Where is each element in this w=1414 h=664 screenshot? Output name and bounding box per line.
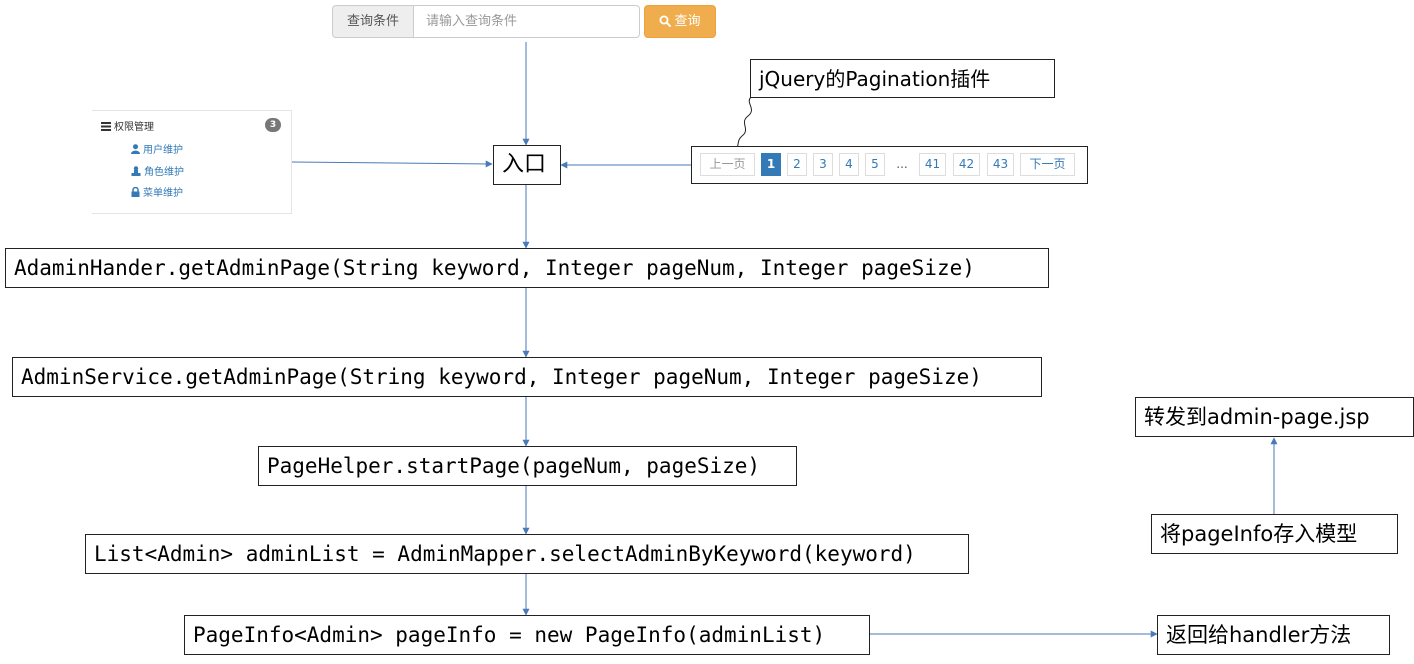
arrow-sidebar-to-entry (291, 160, 493, 168)
entry-node: 入口 (493, 145, 561, 185)
pagination-prev[interactable]: 上一页 (700, 153, 755, 176)
search-button-label: 查询 (674, 14, 701, 29)
mapper-node: List<Admin> adminList = AdminMapper.sele… (85, 534, 969, 574)
pagination-page[interactable]: 2 (787, 153, 807, 176)
user-icon (131, 144, 140, 154)
handler-node: AdaminHander.getAdminPage(String keyword… (5, 248, 1049, 288)
sidebar-group-title: 权限管理 (114, 122, 154, 133)
pagehelper-node: PageHelper.startPage(pageNum, pageSize) (258, 446, 797, 486)
service-node: AdminService.getAdminPage(String keyword… (12, 357, 1042, 397)
search-input[interactable] (413, 5, 640, 38)
sidebar-item-label: 角色维护 (144, 167, 184, 178)
pagination-page[interactable]: 43 (987, 153, 1014, 176)
sidebar-group-header[interactable]: 权限管理 (101, 118, 154, 133)
plugin-callout-label: jQuery的Pagination插件 (750, 59, 1055, 98)
pagination-page[interactable]: 1 (761, 153, 781, 176)
forward-node: 转发到admin-page.jsp (1135, 397, 1414, 437)
pagination-ellipsis: ... (891, 153, 913, 176)
search-icon (659, 15, 672, 27)
sidebar-item-menu[interactable]: 菜单维护 (131, 184, 183, 199)
pageinfo-node: PageInfo<Admin> pageInfo = new PageInfo(… (184, 615, 870, 655)
lock-icon (131, 186, 140, 197)
pagination-next[interactable]: 下一页 (1020, 153, 1075, 176)
callout-squiggle (734, 96, 752, 152)
search-addon-label: 查询条件 (332, 5, 414, 38)
pagination-page[interactable]: 5 (865, 153, 885, 176)
return-handler-node: 返回给handler方法 (1157, 615, 1390, 655)
sidebar-item-role[interactable]: 角色维护 (131, 163, 184, 178)
pagination-page[interactable]: 41 (919, 153, 946, 176)
sidebar-panel (92, 110, 292, 214)
pagination-page[interactable]: 3 (813, 153, 833, 176)
search-button[interactable]: 查询 (644, 5, 716, 38)
pagination-page[interactable]: 4 (839, 153, 859, 176)
stack-icon (101, 122, 111, 131)
sidebar-item-label: 用户维护 (143, 145, 183, 156)
sidebar-item-user[interactable]: 用户维护 (131, 141, 183, 156)
sidebar-item-label: 菜单维护 (143, 188, 183, 199)
sidebar-count-badge: 3 (265, 118, 281, 132)
pagination-page[interactable]: 42 (953, 153, 980, 176)
role-icon (131, 166, 141, 176)
store-model-node: 将pageInfo存入模型 (1151, 514, 1398, 554)
